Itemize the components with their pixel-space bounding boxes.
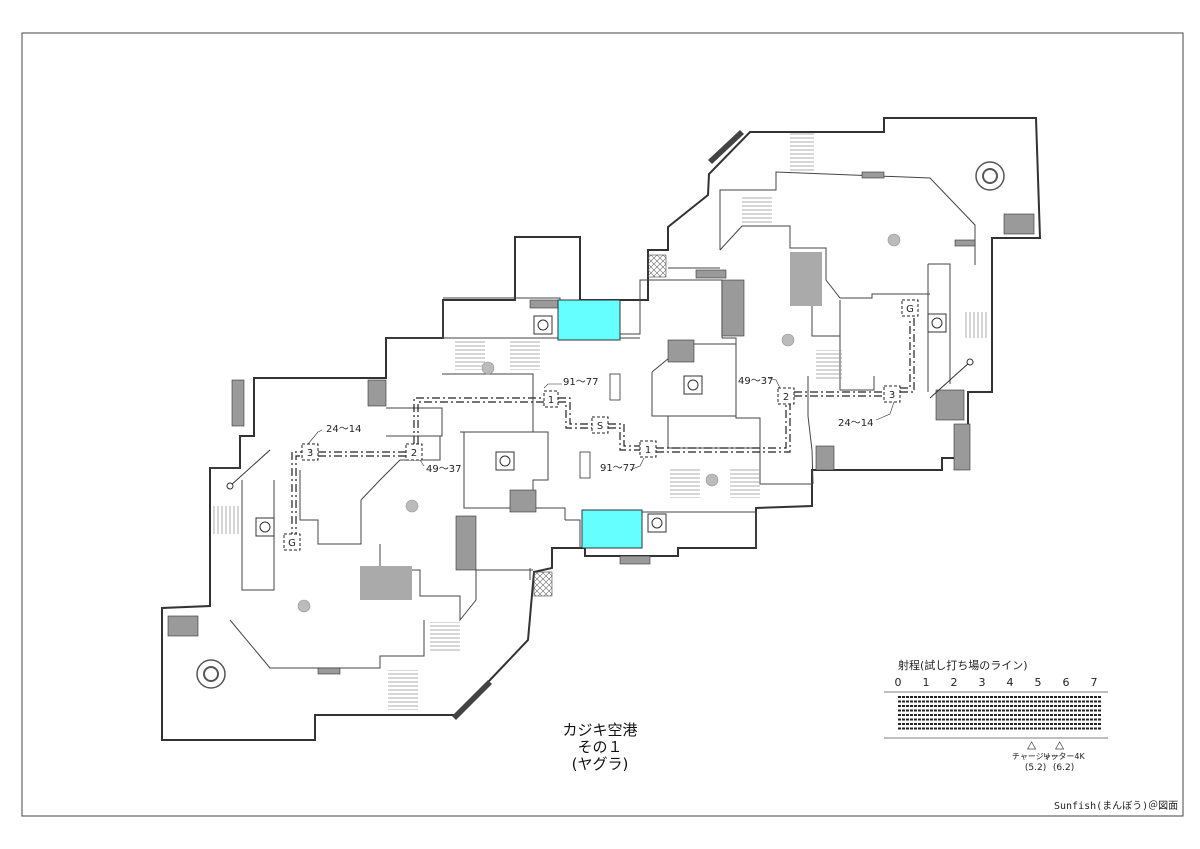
fan-icon [255, 313, 947, 537]
map-title: カジキ空港 その１ (ヤグラ) [520, 722, 680, 773]
checkpoint-3-right: 3 [889, 390, 895, 401]
legend-scale-tick: 3 [979, 676, 986, 689]
objective-area-top [557, 299, 621, 341]
range-label-24-14-left: 24～14 [326, 424, 361, 435]
checkpoint-3-left: 3 [307, 448, 313, 459]
range-legend: 射程(試し打ち場のライン) 0 1 2 3 4 5 6 7 チャージャー (5.2) リッター4K… [884, 658, 1108, 773]
range-label-49-37-left: 49～37 [426, 464, 461, 475]
small-pillars [579, 373, 621, 479]
checkpoint-2-right: 2 [783, 392, 789, 403]
checkpoint-2-left: 2 [411, 448, 417, 459]
map-title-line3: (ヤグラ) [571, 755, 629, 773]
start-marker: S [597, 421, 603, 432]
map-frame [21, 32, 1184, 817]
legend-scale-tick: 1 [923, 676, 930, 689]
ramps [212, 132, 989, 710]
checkpoint-boxes [283, 299, 919, 551]
legend-weapon-range: (6.2) [1053, 763, 1074, 773]
legend-scale-tick: 0 [895, 676, 902, 689]
spawn-point-bottom [196, 659, 226, 689]
pillars [297, 233, 901, 613]
legend-title: 射程(試し打ち場のライン) [898, 658, 1028, 672]
range-label-49-37-right: 49～37 [738, 376, 773, 387]
goal-right: G [906, 304, 914, 315]
legend-scale-tick: 6 [1063, 676, 1070, 689]
legend-scale-tick: 4 [1007, 676, 1014, 689]
shaded-blocks [167, 171, 1035, 675]
map-title-line1: カジキ空港 [562, 721, 638, 739]
legend-weapon-range: (5.2) [1025, 763, 1046, 773]
credit-text: Sunfish(まんぼう)＠図面 [1054, 801, 1179, 812]
legend-scale-tick: 7 [1091, 676, 1098, 689]
range-label-24-14-right: 24～14 [838, 418, 873, 429]
spawn-point-top [975, 161, 1005, 191]
legend-weapon-marker [1054, 741, 1065, 750]
goal-left: G [288, 538, 296, 549]
range-label-91-77-bottom: 91～77 [600, 463, 635, 474]
legend-scale-tick: 5 [1035, 676, 1042, 689]
checkpoint-1-top: 1 [548, 395, 554, 406]
objective-area-bottom [581, 509, 643, 549]
jump-lines [226, 358, 974, 490]
legend-weapon-marker [1026, 741, 1037, 750]
legend-scale-tick: 2 [951, 676, 958, 689]
map-title-line2: その１ [577, 738, 623, 756]
checkpoint-1-bottom: 1 [645, 445, 651, 456]
wall-edges [452, 130, 744, 720]
legend-weapon-name: リッター4K [1042, 752, 1085, 761]
legend-weapon-name: チャージャー [1012, 752, 1059, 761]
label-leaders [307, 377, 895, 471]
range-label-91-77-top: 91～77 [563, 377, 598, 388]
